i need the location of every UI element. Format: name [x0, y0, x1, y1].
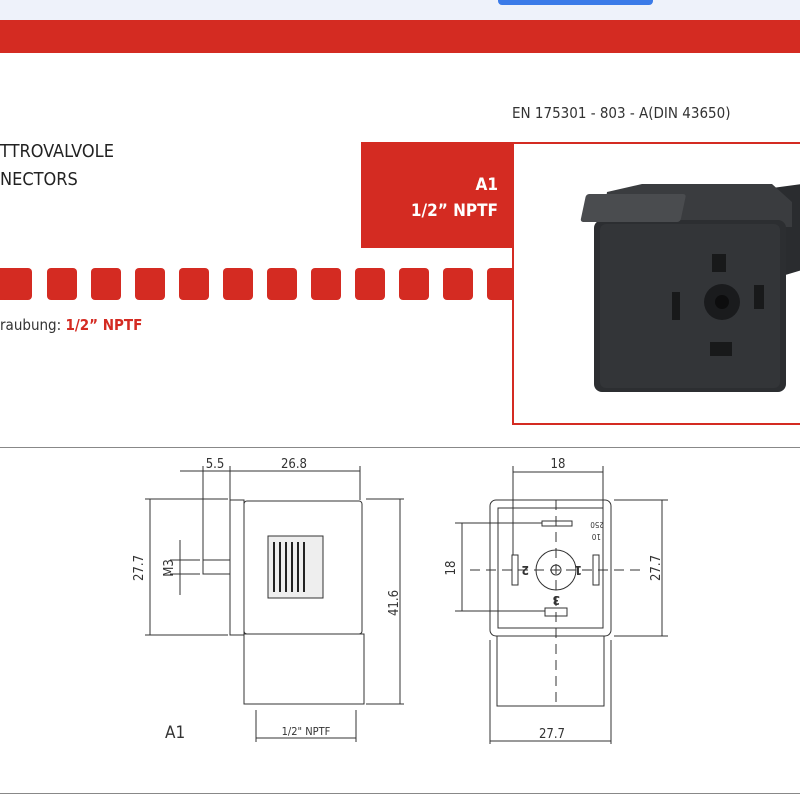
- decor-square: [311, 268, 341, 300]
- decor-square: [223, 268, 253, 300]
- model-thread: 1/2” NPTF: [410, 201, 498, 221]
- model-code: A1: [475, 175, 498, 195]
- decor-square: [2, 268, 32, 300]
- thread-value: 1/2” NPTF: [65, 316, 143, 334]
- side-view: [145, 466, 404, 742]
- dim-pin-offset: 5.5: [206, 457, 225, 472]
- browser-toolbar: [0, 0, 800, 20]
- decor-square: [179, 268, 209, 300]
- dim-total-height: 41.6: [387, 590, 402, 616]
- model-label: A1: [165, 723, 185, 743]
- decor-square: [443, 268, 473, 300]
- thread-label: raubung:: [0, 316, 62, 334]
- front-view: [455, 466, 668, 744]
- decor-square: [135, 268, 165, 300]
- dim-pin-spacing-h: 18: [551, 457, 566, 472]
- header-band: [0, 20, 800, 53]
- pin-label-3: 3: [552, 593, 560, 607]
- decor-square: [487, 268, 512, 300]
- divider: [0, 447, 800, 448]
- connector-photo: [580, 184, 800, 392]
- dim-height: 27.7: [132, 555, 147, 581]
- technical-drawing: 5.5 26.8 27.7 M3 41.6 1/2" NPTF A1 18 18…: [132, 457, 668, 744]
- bottom-divider: [0, 793, 800, 794]
- decor-square: [355, 268, 385, 300]
- decor-square: [91, 268, 121, 300]
- dim-pin-spacing-v: 18: [444, 561, 459, 576]
- pin-label-2: 2: [521, 563, 529, 577]
- title-line-1: TTROVALVOLE: [0, 141, 114, 162]
- product-photo: [512, 142, 800, 425]
- thread-info: raubung: 1/2” NPTF: [0, 316, 142, 334]
- decor-square: [399, 268, 429, 300]
- dim-body-depth: 26.8: [281, 457, 307, 472]
- dim-thread: 1/2" NPTF: [282, 725, 331, 738]
- title-line-2: NECTORS: [0, 169, 78, 190]
- dim-front-height: 27.7: [649, 555, 664, 581]
- dim-screw: M3: [162, 559, 177, 577]
- toolbar-button[interactable]: [498, 0, 653, 5]
- pin-label-1: 1: [574, 563, 582, 577]
- rating-label-2: 10: [591, 532, 601, 541]
- dim-front-width: 27.7: [539, 727, 565, 742]
- model-box: A1 1/2” NPTF: [361, 142, 512, 248]
- decor-square: [267, 268, 297, 300]
- decor-square: [47, 268, 77, 300]
- rating-label: 250: [590, 520, 604, 529]
- standard-label: EN 175301 - 803 - A(DIN 43650): [512, 104, 731, 122]
